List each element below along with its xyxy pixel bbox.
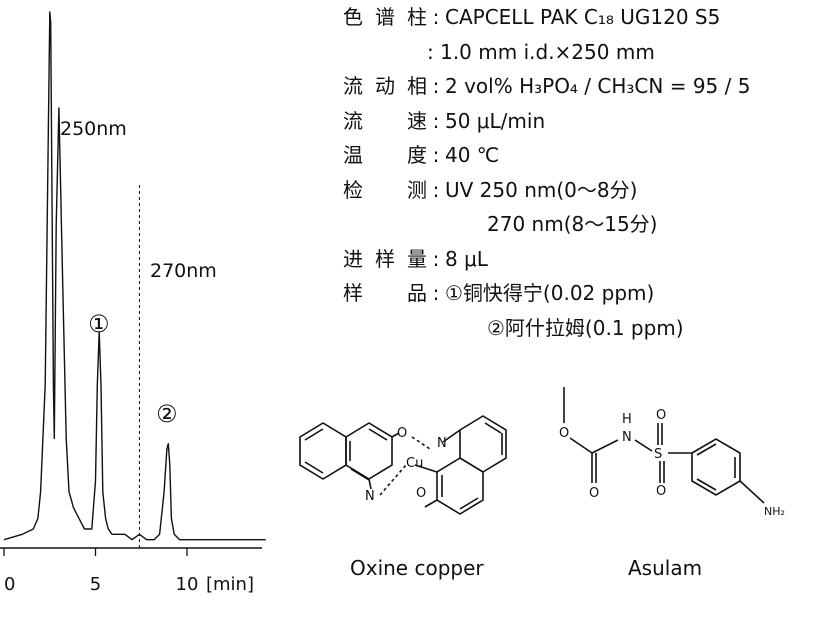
- condition-value: 8 μL: [445, 246, 488, 271]
- condition-value: ②阿什拉姆(0.1 ppm): [487, 315, 684, 340]
- condition-row: ②阿什拉姆(0.1 ppm): [343, 311, 684, 345]
- x-tick-label: 0: [4, 574, 15, 595]
- asulam-atom-o-s-top: O: [656, 408, 666, 423]
- condition-separator: :: [432, 246, 440, 271]
- asulam-atom-s: S: [654, 447, 662, 462]
- x-tick-label: 10: [176, 574, 199, 595]
- oxine-copper-label: Oxine copper: [350, 556, 484, 580]
- condition-row: 270 nm(8～15分): [343, 207, 657, 241]
- condition-label: 流动相: [343, 74, 427, 98]
- condition-value: 270 nm(8～15分): [487, 212, 658, 236]
- peak-label-1: ①: [88, 310, 110, 338]
- asulam-atom-h: H: [622, 412, 632, 427]
- condition-value: ①铜快得宁(0.02 ppm): [445, 281, 655, 305]
- asulam-atom-n: N: [622, 430, 632, 445]
- condition-row: 色谱柱:CAPCELL PAK C₁₈ UG120 S5: [343, 0, 720, 34]
- oxine-atom-o-1: O: [397, 426, 407, 441]
- condition-value: : 1.0 mm i.d.×250 mm: [427, 39, 655, 64]
- peak-label-2: ②: [156, 400, 178, 428]
- x-axis-unit: [min]: [206, 574, 254, 595]
- condition-separator: :: [432, 177, 440, 202]
- condition-row: 流动相:2 vol% H₃PO₄ / CH₃CN = 95 / 5: [343, 69, 750, 103]
- condition-row: : 1.0 mm i.d.×250 mm: [343, 35, 655, 69]
- asulam-atom-nh2: NH₂: [764, 505, 785, 518]
- asulam-atom-o-s-bottom: O: [656, 484, 666, 499]
- oxine-atom-cu: Cu: [406, 456, 423, 471]
- asulam-label: Asulam: [628, 556, 703, 580]
- condition-separator: :: [432, 5, 440, 29]
- condition-value: CAPCELL PAK C₁₈ UG120 S5: [445, 5, 721, 29]
- condition-separator: :: [432, 74, 440, 98]
- condition-separator: :: [432, 108, 440, 133]
- condition-row: 进样量:8 μL: [343, 242, 488, 276]
- chromatogram: 0 5 10 250nm 270nm ① ② [min]: [0, 11, 266, 595]
- condition-row: 温度:40 ℃: [343, 138, 499, 172]
- oxine-atom-o-2: O: [416, 486, 426, 501]
- asulam-atom-o-methoxy: O: [559, 426, 569, 441]
- condition-label: 样品: [343, 281, 427, 305]
- chromatogram-trace: [3, 11, 266, 541]
- asulam-structure: O O H N O S O NH₂: [559, 387, 785, 518]
- condition-row: 流速:50 μL/min: [343, 104, 545, 138]
- condition-row: 检测:UV 250 nm(0～8分): [343, 173, 637, 207]
- oxine-atom-n-2: N: [437, 436, 447, 451]
- asulam-atom-o-carbonyl: O: [589, 486, 599, 501]
- annotation-270nm: 270nm: [150, 260, 217, 282]
- condition-label: 进样量: [343, 246, 427, 271]
- oxine-copper-structure: O N Cu N O: [299, 415, 507, 515]
- condition-label: 色谱柱: [343, 5, 427, 29]
- condition-separator: :: [432, 281, 440, 305]
- oxine-atom-n-1: N: [365, 489, 375, 504]
- x-tick-label: 5: [90, 574, 101, 595]
- condition-value: 50 μL/min: [445, 108, 546, 133]
- condition-separator: :: [432, 143, 440, 167]
- condition-value: 2 vol% H₃PO₄ / CH₃CN = 95 / 5: [445, 74, 751, 98]
- condition-label: 温度: [343, 143, 427, 167]
- annotation-250nm: 250nm: [60, 118, 127, 140]
- condition-label: 检测: [343, 177, 427, 202]
- condition-value: UV 250 nm(0～8分): [445, 177, 638, 202]
- condition-row: 样品:①铜快得宁(0.02 ppm): [343, 276, 654, 310]
- condition-label: 流速: [343, 108, 427, 133]
- condition-value: 40 ℃: [445, 143, 500, 167]
